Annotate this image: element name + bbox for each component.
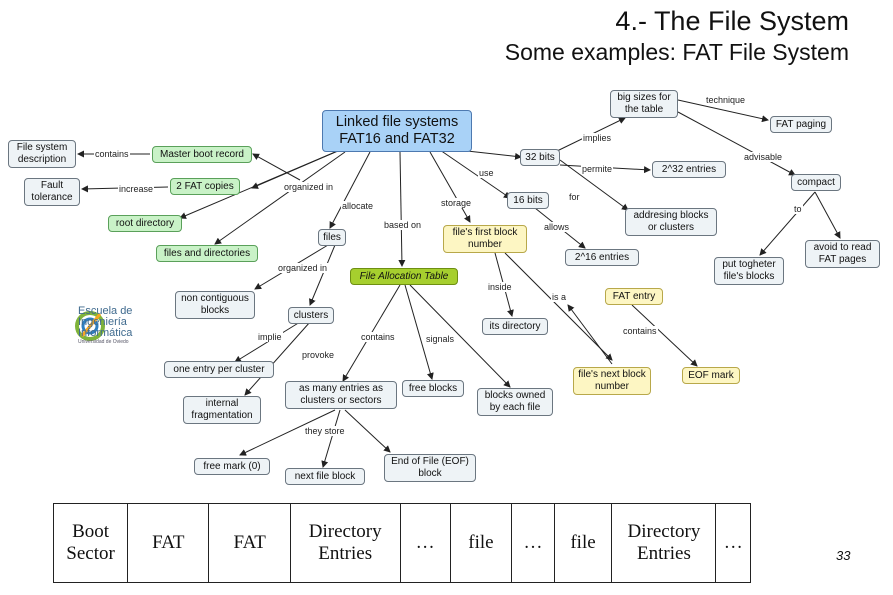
node-clusters: clusters [288, 307, 334, 324]
node-non-contiguous-blocks: non contiguous blocks [175, 291, 255, 319]
link-use: use [478, 168, 495, 178]
cell-ellipsis-3: … [715, 503, 751, 583]
link-contains-entry: contains [622, 326, 658, 336]
node-first-block-number: file's first block number [443, 225, 527, 253]
link-organized-in-files: organized in [277, 263, 329, 273]
link-inside: inside [487, 282, 513, 292]
node-eof-block: End of File (EOF) block [384, 454, 476, 482]
node-32-bits: 32 bits [520, 149, 560, 166]
link-provoke: provoke [301, 350, 336, 360]
node-avoid-read: avoid to read FAT pages [805, 240, 880, 268]
cell-fat-1: FAT [127, 503, 210, 583]
page-number: 33 [836, 548, 851, 563]
cell-file-1: file [449, 503, 513, 583]
node-fat-entry: FAT entry [605, 288, 663, 305]
disk-layout-table: Boot Sector FAT FAT Directory Entries … … [52, 503, 751, 583]
cell-directory-entries: Directory Entries [289, 503, 401, 583]
node-compact: compact [791, 174, 841, 191]
link-implie: implie [257, 332, 283, 342]
node-16-bits: 16 bits [507, 192, 549, 209]
cell-fat-2: FAT [208, 503, 291, 583]
logo-line-1: Escuela de [78, 305, 133, 317]
link-advisable: advisable [743, 152, 784, 162]
node-as-many-entries: as many entries as clusters or sectors [285, 381, 397, 409]
slide-subtitle: Some examples: FAT File System [504, 39, 849, 65]
node-blocks-owned: blocks owned by each file [477, 388, 553, 416]
link-signals: signals [425, 334, 456, 344]
university-logo-icon [75, 311, 105, 341]
link-they-store: they store [304, 426, 346, 436]
node-eof-mark: EOF mark [682, 367, 740, 384]
node-file-allocation-table: File Allocation Table [350, 268, 458, 285]
node-next-block-number: file's next block number [573, 367, 651, 395]
node-files: files [318, 229, 346, 246]
node-put-together: put togheter file's blocks [714, 257, 784, 285]
slide-title: 4.- The File System [615, 6, 849, 36]
link-permite: permite [581, 164, 614, 174]
node-linked-file-systems: Linked file systems FAT16 and FAT32 [322, 110, 472, 152]
university-logo-text: Escuela de Ingeniería Informática Univer… [78, 306, 132, 346]
cell-ellipsis-1: … [399, 503, 451, 583]
node-root-directory: root directory [108, 215, 182, 232]
link-allocate: allocate [341, 201, 375, 211]
node-files-and-directories: files and directories [156, 245, 258, 262]
node-2-32-entries: 2^32 entries [652, 161, 726, 178]
link-to: to [793, 204, 803, 214]
link-is-a: is a [551, 292, 568, 302]
node-addressing-blocks: addresing blocks or clusters [625, 208, 717, 236]
node-master-boot-record: Master boot record [152, 146, 252, 163]
node-free-blocks: free blocks [402, 380, 464, 397]
table-row: Boot Sector FAT FAT Directory Entries … … [52, 503, 751, 583]
node-2-16-entries: 2^16 entries [565, 249, 639, 266]
node-2-fat-copies: 2 FAT copies [170, 178, 240, 195]
logo-line-4: Universidad de Oviedo [78, 339, 129, 345]
link-allows: allows [543, 222, 571, 232]
link-contains: contains [94, 149, 130, 159]
node-fat-paging: FAT paging [770, 116, 832, 133]
logo-line-3: Informática [78, 327, 133, 339]
cell-file-2: file [553, 503, 613, 583]
cell-directory-entries-2: Directory Entries [611, 503, 717, 583]
link-increase: increase [118, 184, 155, 194]
node-big-sizes: big sizes for the table [610, 90, 678, 118]
node-fs-description: File system description [8, 140, 76, 168]
node-its-directory: its directory [482, 318, 548, 335]
link-for: for [568, 192, 581, 202]
node-next-file-block: next file block [285, 468, 365, 485]
logo-line-2: Ingeniería [78, 316, 127, 328]
node-one-entry-per-cluster: one entry per cluster [164, 361, 274, 378]
link-implies: implies [582, 133, 613, 143]
cell-boot-sector: Boot Sector [52, 503, 129, 583]
link-contains-fat: contains [360, 332, 396, 342]
link-organized-in: organized in [283, 182, 335, 192]
node-free-mark: free mark (0) [194, 458, 270, 475]
node-internal-fragmentation: internal fragmentation [183, 396, 261, 424]
link-technique: technique [705, 95, 747, 105]
link-based-on: based on [383, 220, 423, 230]
node-fault-tolerance: Fault tolerance [24, 178, 80, 206]
link-storage: storage [440, 198, 473, 208]
cell-ellipsis-2: … [511, 503, 555, 583]
